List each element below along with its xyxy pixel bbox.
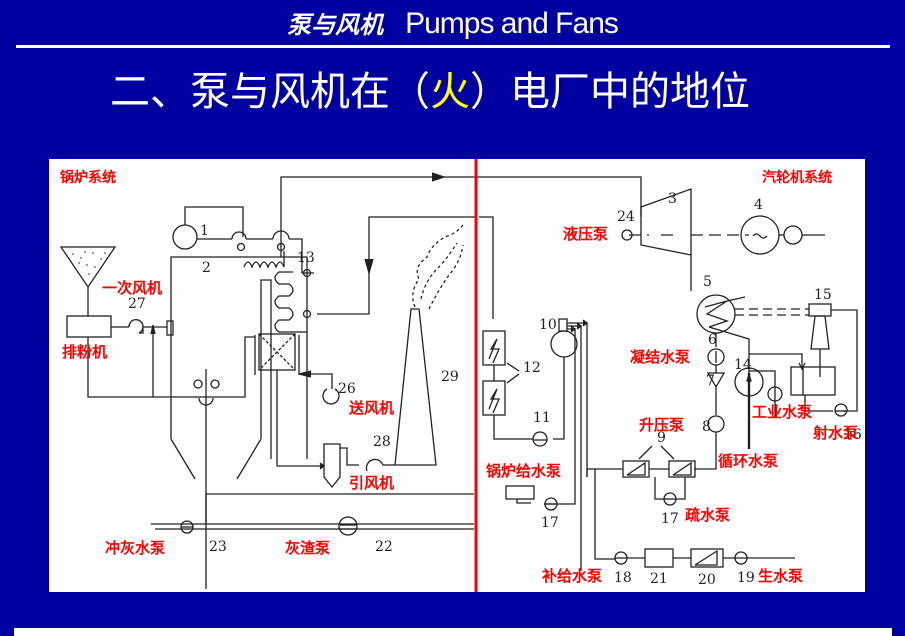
filter-21 — [644, 548, 674, 568]
svg-text:28: 28 — [373, 434, 391, 450]
label-primary-fan: 一次风机 — [102, 279, 163, 297]
chimney-29 — [394, 308, 437, 466]
svg-text:12: 12 — [523, 360, 541, 376]
svg-text:24: 24 — [617, 209, 635, 225]
svg-text:13: 13 — [297, 250, 315, 266]
label-powder-exhauster: 排粉机 — [62, 343, 108, 361]
svg-text:2: 2 — [202, 260, 211, 276]
label-hydraulic-pump: 液压泵 — [563, 225, 609, 243]
header-divider — [16, 45, 890, 48]
svg-text:22: 22 — [375, 539, 393, 555]
furnace — [170, 256, 308, 459]
slag-pump-22 — [338, 516, 358, 536]
svg-text:11: 11 — [533, 410, 551, 426]
power-plant-diagram: 1 2 13 27 — [49, 159, 865, 592]
svg-text:19: 19 — [737, 570, 755, 586]
label-drain-pump: 疏水泵 — [685, 506, 731, 524]
slide-title-suffix: ）电厂中的地位 — [470, 69, 750, 115]
label-raw-water-pump: 生水泵 — [758, 567, 804, 585]
slide-title-highlight: 火 — [430, 69, 470, 115]
label-circulating-water-pump: 循环水泵 — [718, 452, 779, 470]
exciter — [783, 225, 803, 245]
svg-text:27: 27 — [128, 296, 146, 312]
svg-text:26: 26 — [338, 381, 356, 397]
svg-text:4: 4 — [754, 197, 763, 213]
label-jet-water-pump: 射水泵 — [813, 424, 859, 442]
label-condensate-pump: 凝结水泵 — [630, 348, 691, 366]
label-number-1: 1 — [200, 223, 209, 239]
arrow-icon — [364, 258, 374, 276]
hydraulic-pump-24 — [621, 229, 633, 241]
svg-text:21: 21 — [650, 571, 668, 587]
header-title: 泵与风机 Pumps and Fans — [0, 4, 905, 45]
header-title-en: Pumps and Fans — [405, 7, 619, 40]
svg-text:29: 29 — [441, 369, 459, 385]
slide-title-prefix: 二、泵与风机在（ — [110, 69, 430, 115]
svg-text:7: 7 — [706, 373, 715, 389]
turbine-3 — [640, 188, 692, 256]
deaerator-10 — [558, 318, 568, 332]
dust-collector — [323, 443, 341, 489]
footer-divider — [14, 628, 892, 636]
boiler-feed-pump-11 — [532, 431, 548, 447]
section-turbine-system: 汽轮机系统 — [762, 170, 832, 186]
svg-text:18: 18 — [614, 570, 632, 586]
label-induced-draft-fan: 引风机 — [349, 474, 395, 492]
arrow-icon — [431, 172, 447, 182]
svg-text:14: 14 — [734, 357, 752, 373]
label-boiler-feed-pump: 锅炉给水泵 — [486, 462, 562, 480]
drum-1 — [172, 224, 198, 250]
water-tank — [790, 366, 836, 396]
coal-hopper — [59, 246, 117, 289]
industrial-water-pump — [767, 386, 783, 402]
svg-text:17: 17 — [661, 511, 679, 527]
label-makeup-water-pump: 补给水泵 — [542, 567, 603, 585]
svg-text:3: 3 — [668, 191, 677, 207]
svg-text:17: 17 — [541, 515, 559, 531]
section-boiler-system: 锅炉系统 — [60, 170, 116, 186]
svg-text:6: 6 — [708, 332, 717, 348]
label-booster-pump: 升压泵 — [639, 416, 685, 434]
svg-text:20: 20 — [698, 572, 716, 588]
label-ash-flush-pump: 冲灰水泵 — [105, 539, 166, 557]
label-slag-pump: 灰渣泵 — [285, 539, 331, 557]
svg-text:8: 8 — [702, 419, 711, 435]
label-forced-draft-fan: 送风机 — [349, 399, 395, 417]
header-title-cn: 泵与风机 — [287, 10, 384, 39]
svg-text:16: 16 — [844, 427, 862, 443]
forced-draft-fan-26 — [299, 373, 340, 405]
economizer-coil — [274, 271, 307, 333]
jet-water-pump-16 — [834, 403, 848, 417]
superheater-coil — [243, 251, 285, 269]
smoke — [412, 224, 464, 310]
svg-text:5: 5 — [703, 274, 712, 290]
schematic: 1 2 13 27 — [59, 159, 862, 592]
label-industrial-water-pump: 工业水泵 — [752, 403, 813, 421]
slide-title: 二、泵与风机在（火）电厂中的地位 — [110, 64, 750, 120]
coal-mill — [66, 315, 112, 338]
reheat-line — [317, 216, 477, 315]
svg-text:10: 10 — [539, 317, 557, 333]
svg-text:15: 15 — [814, 287, 832, 303]
primary-fan-27 — [128, 319, 144, 334]
induced-draft-fan-28 — [365, 458, 395, 472]
ejector-15 — [808, 303, 832, 317]
main-steam-line — [280, 176, 479, 257]
svg-text:9: 9 — [657, 430, 666, 446]
svg-text:23: 23 — [209, 539, 227, 555]
